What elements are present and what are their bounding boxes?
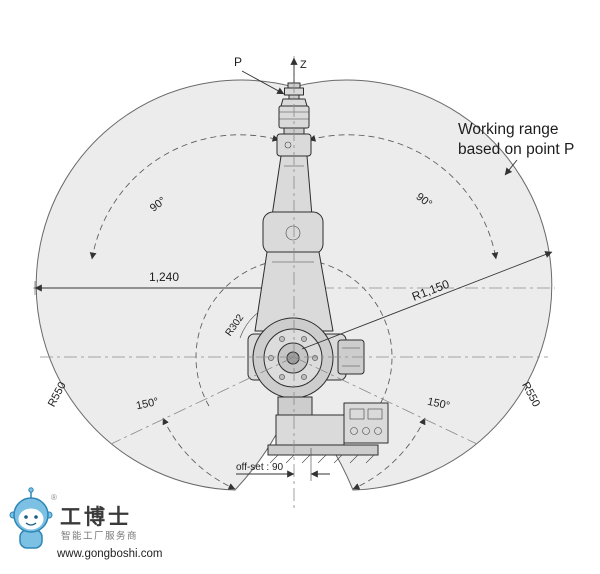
shoulder-joint (247, 317, 365, 399)
z-axis-label: Z (300, 59, 307, 71)
dim-horizontal-label: 1,240 (149, 270, 179, 284)
arc-150-right (352, 417, 426, 490)
logo-brand-text: 工博士 (60, 505, 132, 529)
construction-lines (40, 56, 548, 508)
robot-arm (247, 82, 389, 464)
base-plate (267, 444, 379, 456)
callout-line1: Working range (458, 121, 559, 138)
diagonal-right (293, 356, 478, 445)
registered-mark: ® (51, 493, 57, 502)
robot-base (267, 396, 389, 464)
diagonal-left (110, 356, 295, 445)
offset-label: off-set : 90 (236, 462, 284, 473)
logo-tagline: 智能工厂服务商 (61, 530, 138, 542)
arc-90-left (89, 134, 280, 260)
callout: Working range based on point P (458, 121, 574, 176)
point-p-leader (241, 70, 285, 95)
dim-horizontal-group (33, 281, 555, 295)
point-p-label: P (234, 55, 242, 69)
outer-radius-leader (301, 251, 553, 350)
angle-lower-right-label: 150° (426, 396, 451, 412)
angle-lower-left-label: 150° (135, 396, 160, 412)
logo-mascot-icon (9, 487, 53, 549)
offset-dimension: off-set : 90 (236, 448, 330, 481)
logo: ® 工博士 智能工厂服务商 www.gongboshi.com (9, 487, 162, 560)
elbow-joint (262, 211, 324, 255)
ground-hatching (269, 454, 375, 464)
callout-arrow (504, 159, 518, 176)
arc-90-right (308, 134, 499, 260)
callout-line2: based on point P (458, 141, 574, 158)
logo-website: www.gongboshi.com (56, 548, 162, 560)
axis-labels: Z P (234, 55, 307, 95)
arc-150-left (162, 417, 236, 490)
